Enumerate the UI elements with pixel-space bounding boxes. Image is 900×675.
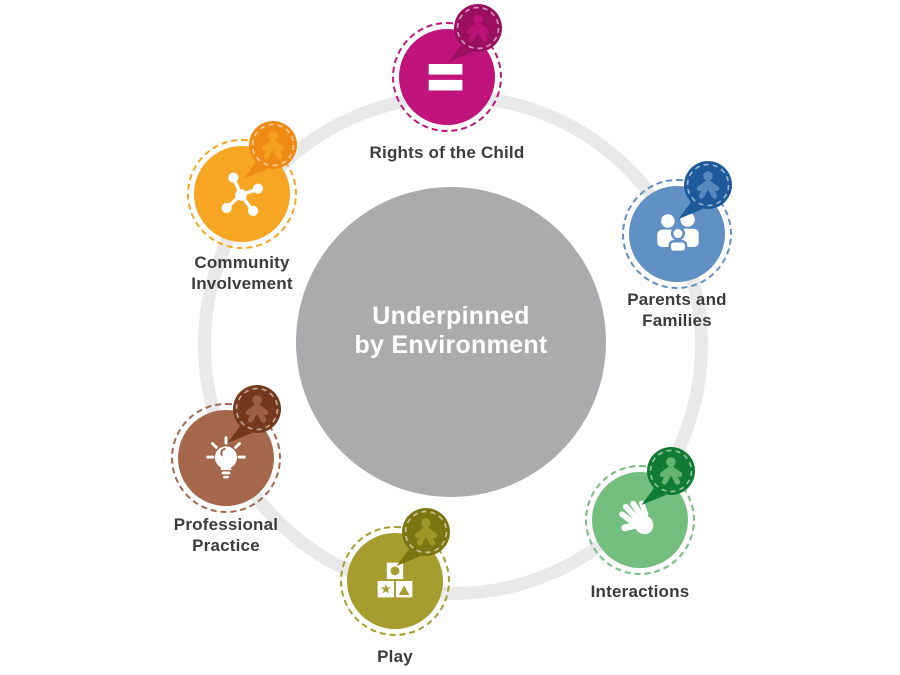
dashed-outline bbox=[187, 139, 297, 249]
family-icon bbox=[657, 212, 699, 254]
node-circle bbox=[194, 146, 290, 242]
speech-bubble-child-icon bbox=[678, 161, 732, 219]
node-parents-and-families: Parents and Families bbox=[622, 161, 732, 330]
speech-bubble-child-icon bbox=[448, 4, 502, 62]
dashed-outline bbox=[171, 403, 281, 513]
center-circle: Underpinned by Environment bbox=[296, 187, 606, 497]
lightbulb-icon bbox=[206, 436, 246, 479]
dashed-outline bbox=[340, 526, 450, 636]
node-label: Rights of the Child bbox=[369, 143, 525, 162]
child-figure-icon bbox=[696, 171, 720, 199]
network-icon bbox=[221, 172, 264, 216]
node-label: Interactions bbox=[590, 582, 690, 601]
child-figure-icon bbox=[466, 14, 490, 42]
equals-icon bbox=[428, 63, 463, 91]
node-label: Community Involvement bbox=[191, 253, 293, 293]
child-figure-icon bbox=[414, 518, 438, 546]
child-figure-icon bbox=[659, 457, 683, 485]
node-label: Professional Practice bbox=[173, 515, 279, 555]
speech-bubble-child-icon bbox=[396, 508, 450, 566]
blocks-icon bbox=[377, 562, 413, 598]
node-community-involvement: Community Involvement bbox=[187, 121, 297, 293]
dashed-outline bbox=[392, 22, 502, 132]
center-title: Underpinned by Environment bbox=[354, 302, 547, 360]
dashed-outline bbox=[585, 465, 695, 575]
speech-bubble-child-icon bbox=[227, 385, 281, 443]
hand-icon bbox=[619, 500, 654, 535]
center-title-line1: Underpinned bbox=[372, 302, 530, 330]
node-play: Play bbox=[340, 508, 450, 666]
node-label: Play bbox=[377, 647, 413, 666]
center-title-line2: by Environment bbox=[354, 331, 548, 359]
node-label: Parents and Families bbox=[627, 290, 727, 330]
node-interactions: Interactions bbox=[585, 447, 695, 601]
speech-bubble-child-icon bbox=[243, 121, 297, 179]
child-figure-icon bbox=[261, 131, 285, 159]
node-professional-practice: Professional Practice bbox=[171, 385, 281, 555]
node-rights-of-the-child: Rights of the Child bbox=[370, 4, 524, 162]
speech-bubble-child-icon bbox=[641, 447, 695, 505]
child-figure-icon bbox=[245, 395, 269, 423]
dashed-outline bbox=[622, 179, 732, 289]
